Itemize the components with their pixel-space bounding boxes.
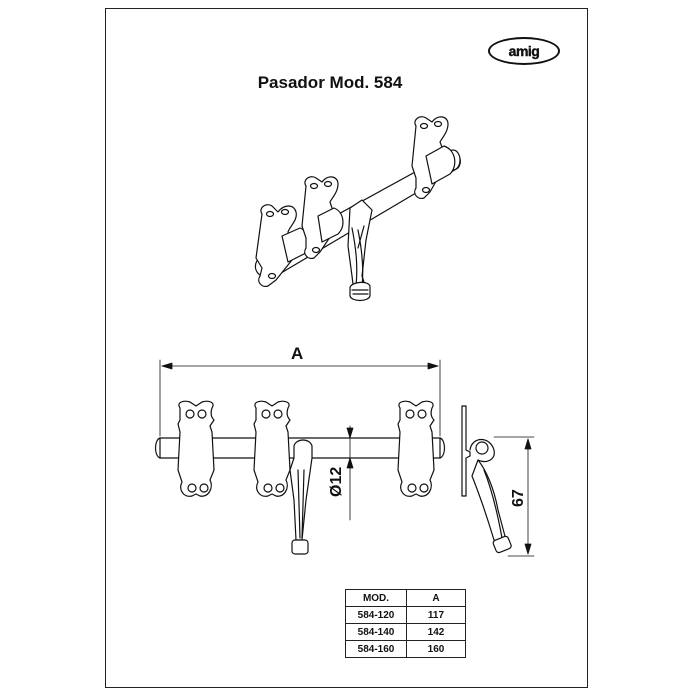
side-plate xyxy=(461,405,471,497)
front-bracket-middle xyxy=(253,400,291,497)
table-header-row: MOD. A xyxy=(345,589,466,607)
brand-logo: amig xyxy=(488,37,560,65)
iso-handle xyxy=(347,199,373,302)
dimension-diameter xyxy=(346,425,354,521)
table-cell-a: 117 xyxy=(406,606,466,624)
table-cell-a: 160 xyxy=(406,640,466,658)
sheet-frame xyxy=(105,8,588,688)
front-rod-end-left xyxy=(154,437,161,459)
front-rod-end-right xyxy=(439,437,446,459)
side-rod-circle xyxy=(469,438,495,463)
side-rod-section xyxy=(475,441,489,455)
front-bracket-left xyxy=(177,400,215,497)
drawing-title: Pasador Mod. 584 xyxy=(257,73,403,92)
table-cell-a: 142 xyxy=(406,623,466,641)
table-row: 584-160 160 xyxy=(345,640,466,658)
front-bracket-right xyxy=(397,400,435,497)
dimension-diameter-label: Ø12 xyxy=(328,466,345,497)
front-handle xyxy=(289,439,313,555)
table-cell-model: 584-160 xyxy=(345,640,407,658)
dimension-height-label: 67 xyxy=(510,489,527,507)
table-cell-model: 584-140 xyxy=(345,623,407,641)
dimension-a-label: A xyxy=(291,344,304,363)
table-header-model: MOD. xyxy=(345,589,407,607)
table-cell-model: 584-120 xyxy=(345,606,407,624)
table-row: 584-140 142 xyxy=(345,623,466,641)
iso-bracket-left xyxy=(255,204,310,287)
model-table: MOD. A 584-120 117 584-140 142 584-160 1… xyxy=(345,589,466,658)
isometric-view xyxy=(254,116,461,302)
iso-bracket-right xyxy=(411,116,456,199)
front-view xyxy=(154,359,446,555)
side-view xyxy=(461,405,535,557)
brand-logo-text: amig xyxy=(508,43,540,59)
table-row: 584-120 117 xyxy=(345,606,466,624)
table-header-a: A xyxy=(406,589,466,607)
iso-bracket-middle xyxy=(301,176,344,259)
dimension-a xyxy=(159,359,441,437)
dimension-height xyxy=(493,436,535,557)
